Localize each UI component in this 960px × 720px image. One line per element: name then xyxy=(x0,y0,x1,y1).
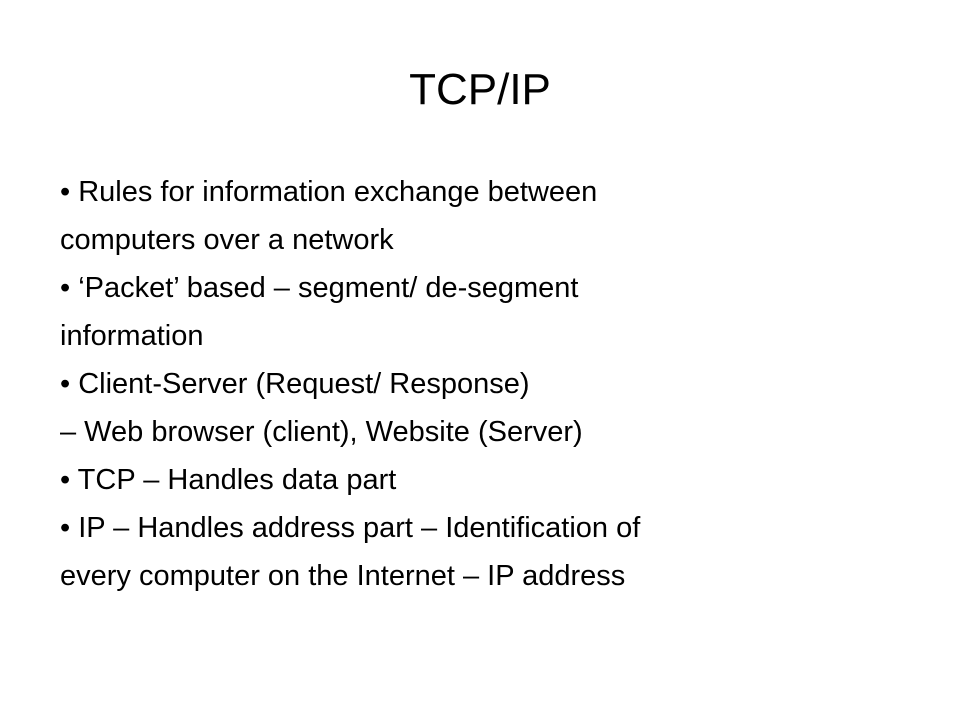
body-line: – Web browser (client), Website (Server) xyxy=(60,416,583,448)
body-line: • IP – Handles address part – Identifica… xyxy=(60,512,641,544)
body-line: • ‘Packet’ based – segment/ de-segment xyxy=(60,272,579,304)
slide-title: TCP/IP xyxy=(409,65,551,114)
body-line: • Rules for information exchange between xyxy=(60,176,598,208)
body-line: • Client-Server (Request/ Response) xyxy=(60,368,530,400)
body-line: • TCP – Handles data part xyxy=(60,464,397,496)
body-line: computers over a network xyxy=(60,224,394,256)
body-line: information xyxy=(60,320,204,352)
slide-body: • Rules for information exchange between… xyxy=(60,168,920,600)
body-line: every computer on the Internet – IP addr… xyxy=(60,560,626,592)
